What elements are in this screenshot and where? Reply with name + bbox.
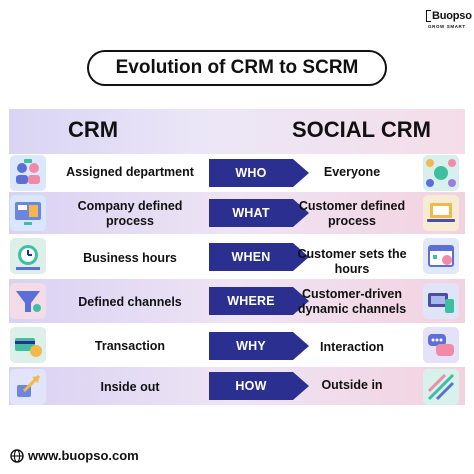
what-arrow: WHAT [209, 199, 309, 227]
people-network-icon [423, 155, 459, 191]
inside-out-arrow-icon [10, 369, 46, 405]
where-arrow-label: WHERE [227, 294, 275, 308]
customer-calendar-icon [423, 238, 459, 274]
what-arrow-label: WHAT [232, 206, 270, 220]
how-arrow: HOW [209, 372, 309, 400]
scrm-what-text: Customer defined process [298, 199, 406, 228]
crm-where-text: Defined channels [78, 294, 182, 309]
crm-how-text: Inside out [100, 379, 160, 394]
who-arrow: WHO [209, 159, 309, 187]
laptop-process-icon [423, 195, 459, 231]
crm-column-heading: CRM [68, 117, 119, 142]
globe-icon [10, 448, 24, 463]
who-arrow-label: WHO [235, 166, 267, 180]
crm-why-text: Transaction [94, 338, 166, 353]
dynamic-channels-icon [423, 283, 459, 319]
website-link[interactable]: www.buopso.com [28, 448, 139, 463]
where-arrow: WHERE [209, 287, 309, 315]
social-crm-column-heading: SOCIAL CRM [292, 117, 431, 142]
scrm-who-text: Everyone [323, 164, 381, 179]
outside-in-arrows-icon [423, 369, 459, 405]
when-arrow: WHEN [209, 243, 309, 271]
scrm-where-text: Customer-driven dynamic channels [297, 287, 407, 316]
why-arrow: WHY [209, 332, 309, 360]
crm-what-text: Company defined process [77, 199, 183, 228]
page-title: Evolution of CRM to SCRM [87, 50, 387, 86]
when-arrow-label: WHEN [231, 250, 271, 264]
brand-tagline: GROW SMART [428, 24, 466, 29]
interaction-chat-icon [423, 327, 459, 363]
crm-who-text: Assigned department [66, 164, 194, 179]
footer: www.buopso.com [10, 448, 139, 463]
brand-name: Buopso [431, 10, 472, 22]
transaction-card-icon [10, 327, 46, 363]
why-arrow-label: WHY [236, 339, 266, 353]
channel-funnel-icon [10, 283, 46, 319]
scrm-why-text: Interaction [320, 339, 384, 354]
schedule-clock-icon [10, 238, 46, 274]
crm-when-text: Business hours [83, 250, 177, 265]
brand-logo: Buopso GROW SMART [426, 10, 472, 40]
column-header-band [9, 109, 465, 154]
scrm-when-text: Customer sets the hours [297, 247, 407, 276]
how-arrow-label: HOW [235, 379, 267, 393]
scrm-how-text: Outside in [321, 377, 383, 392]
team-assignment-icon [10, 155, 46, 191]
process-dashboard-icon [10, 195, 46, 231]
